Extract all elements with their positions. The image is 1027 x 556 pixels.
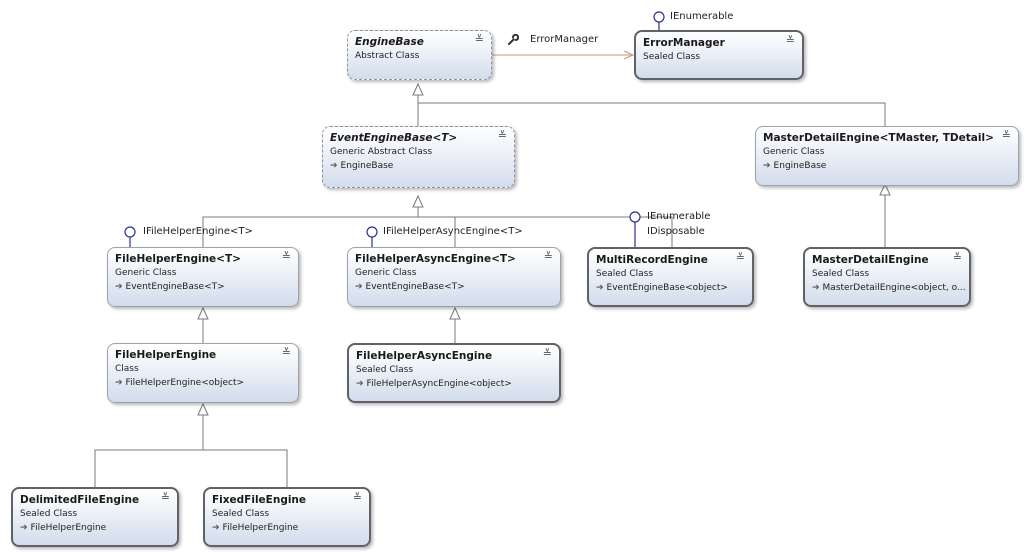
- class-kind: Generic Class: [763, 147, 825, 157]
- class-box-filehelperasyncengine[interactable]: FileHelperAsyncEngine ≚ Sealed Class ➔Fi…: [347, 343, 561, 403]
- class-kind: Sealed Class: [212, 509, 270, 519]
- inherit-arrow-filehelper-async-generic: [449, 306, 461, 320]
- class-box-enginebase[interactable]: EngineBase ≚ Abstract Class: [347, 30, 492, 80]
- chevron-down-icon[interactable]: ≚: [160, 491, 170, 504]
- interface-label-ienumerable-multi: IEnumerable: [647, 211, 711, 222]
- inheritance-arrow-icon: ➔: [212, 523, 220, 533]
- class-box-filehelperasyncengine-generic[interactable]: FileHelperAsyncEngine<T> ≚ Generic Class…: [347, 247, 561, 307]
- class-kind: Sealed Class: [356, 365, 414, 375]
- inherit-arrow-enginebase: [412, 82, 424, 96]
- inherit-line-multirecord: [418, 216, 673, 248]
- inheritance-arrow-icon: ➔: [763, 161, 771, 171]
- lollipop-ifilehelper: [124, 226, 136, 238]
- class-name: FileHelperAsyncEngine: [356, 350, 493, 362]
- class-box-filehelperengine-generic[interactable]: FileHelperEngine<T> ≚ Generic Class ➔Eve…: [107, 247, 299, 307]
- chevron-down-icon[interactable]: ≚: [735, 251, 745, 264]
- class-name: FileHelperEngine<T>: [115, 253, 241, 265]
- lollipop-multirecord: [629, 211, 641, 223]
- inheritance-arrow-icon: ➔: [330, 161, 338, 171]
- class-name: MasterDetailEngine: [812, 254, 929, 266]
- class-box-fixedfileengine[interactable]: FixedFileEngine ≚ Sealed Class ➔FileHelp…: [203, 487, 371, 547]
- chevron-down-icon[interactable]: ≚: [281, 346, 291, 359]
- chevron-down-icon[interactable]: ≚: [497, 129, 507, 142]
- inherit-line-filehelper-generic: [202, 196, 419, 248]
- chevron-down-icon[interactable]: ≚: [1001, 129, 1011, 142]
- class-name: DelimitedFileEngine: [20, 494, 140, 506]
- class-kind: Sealed Class: [596, 269, 654, 279]
- class-box-masterdetailengine-generic[interactable]: MasterDetailEngine<TMaster, TDetail> ≚ G…: [755, 126, 1019, 186]
- base-class: ➔FileHelperEngine: [20, 523, 107, 533]
- class-kind: Generic Class: [115, 268, 177, 278]
- inheritance-arrow-icon: ➔: [356, 379, 364, 389]
- chevron-down-icon[interactable]: ≚: [785, 34, 795, 47]
- base-class: ➔EngineBase: [763, 161, 827, 171]
- class-name: ErrorManager: [643, 37, 725, 49]
- base-class: ➔EventEngineBase<T>: [115, 282, 225, 292]
- chevron-down-icon[interactable]: ≚: [542, 347, 552, 360]
- interface-label-ifilehelperasyncengine: IFileHelperAsyncEngine<T>: [383, 226, 523, 237]
- class-box-errormanager[interactable]: ErrorManager ≚ Sealed Class: [634, 30, 804, 80]
- chevron-down-icon[interactable]: ≚: [281, 250, 291, 263]
- class-name: MultiRecordEngine: [596, 254, 708, 266]
- wrench-icon: [508, 34, 519, 45]
- inherit-line-masterdetail-generic: [418, 102, 886, 127]
- interface-label-idisposable: IDisposable: [647, 226, 705, 237]
- class-name: EngineBase: [355, 36, 424, 48]
- class-box-delimitedfileengine[interactable]: DelimitedFileEngine ≚ Sealed Class ➔File…: [11, 487, 179, 547]
- inheritance-arrow-icon: ➔: [355, 282, 363, 292]
- class-kind: Abstract Class: [355, 51, 420, 61]
- inheritance-arrow-icon: ➔: [20, 523, 28, 533]
- interface-label-ienumerable: IEnumerable: [670, 11, 734, 22]
- class-kind: Sealed Class: [643, 52, 701, 62]
- association-label: ErrorManager: [530, 34, 599, 45]
- class-box-eventenginebase[interactable]: EventEngineBase<T> ≚ Generic Abstract Cl…: [322, 126, 515, 188]
- base-class: ➔EventEngineBase<object>: [596, 283, 728, 293]
- class-kind: Generic Abstract Class: [330, 147, 433, 157]
- class-name: FixedFileEngine: [212, 494, 307, 506]
- class-name: FileHelperEngine: [115, 349, 217, 361]
- class-name: FileHelperAsyncEngine<T>: [355, 253, 516, 265]
- inherit-line-delimited-fixed: [94, 404, 288, 488]
- class-box-masterdetailengine[interactable]: MasterDetailEngine ≚ Sealed Class ➔Maste…: [803, 247, 971, 307]
- chevron-down-icon[interactable]: ≚: [474, 33, 484, 46]
- inheritance-arrow-icon: ➔: [115, 378, 123, 388]
- base-class: ➔EventEngineBase<T>: [355, 282, 465, 292]
- class-name: EventEngineBase<T>: [330, 132, 458, 144]
- inheritance-arrow-icon: ➔: [812, 283, 820, 293]
- class-box-filehelperengine[interactable]: FileHelperEngine ≚ Class ➔FileHelperEngi…: [107, 343, 299, 403]
- class-kind: Sealed Class: [812, 269, 870, 279]
- inheritance-arrow-icon: ➔: [115, 282, 123, 292]
- interface-label-ifilehelperengine: IFileHelperEngine<T>: [143, 226, 253, 237]
- base-class: ➔FileHelperAsyncEngine<object>: [356, 379, 512, 389]
- base-class: ➔FileHelperEngine: [212, 523, 299, 533]
- class-box-multirecordengine[interactable]: MultiRecordEngine ≚ Sealed Class ➔EventE…: [587, 247, 754, 307]
- inherit-arrow-filehelper: [197, 402, 209, 416]
- chevron-down-icon[interactable]: ≚: [352, 491, 362, 504]
- base-class: ➔EngineBase: [330, 161, 394, 171]
- association-arrowhead: [623, 50, 635, 60]
- chevron-down-icon[interactable]: ≚: [543, 250, 553, 263]
- inheritance-arrow-icon: ➔: [596, 283, 604, 293]
- inherit-arrow-filehelper-generic: [197, 306, 209, 320]
- lollipop-ienumerable-error: [653, 11, 665, 23]
- chevron-down-icon[interactable]: ≚: [952, 251, 962, 264]
- inherit-arrow-eventenginebase: [412, 194, 424, 208]
- base-class: ➔MasterDetailEngine<object, o...: [812, 283, 966, 293]
- class-kind: Sealed Class: [20, 509, 78, 519]
- class-kind: Generic Class: [355, 268, 417, 278]
- base-class: ➔FileHelperEngine<object>: [115, 378, 245, 388]
- class-name: MasterDetailEngine<TMaster, TDetail>: [763, 132, 994, 144]
- lollipop-ifilehelper-async: [366, 226, 378, 238]
- inherit-arrow-masterdetail-generic: [879, 182, 891, 196]
- class-kind: Class: [115, 364, 139, 374]
